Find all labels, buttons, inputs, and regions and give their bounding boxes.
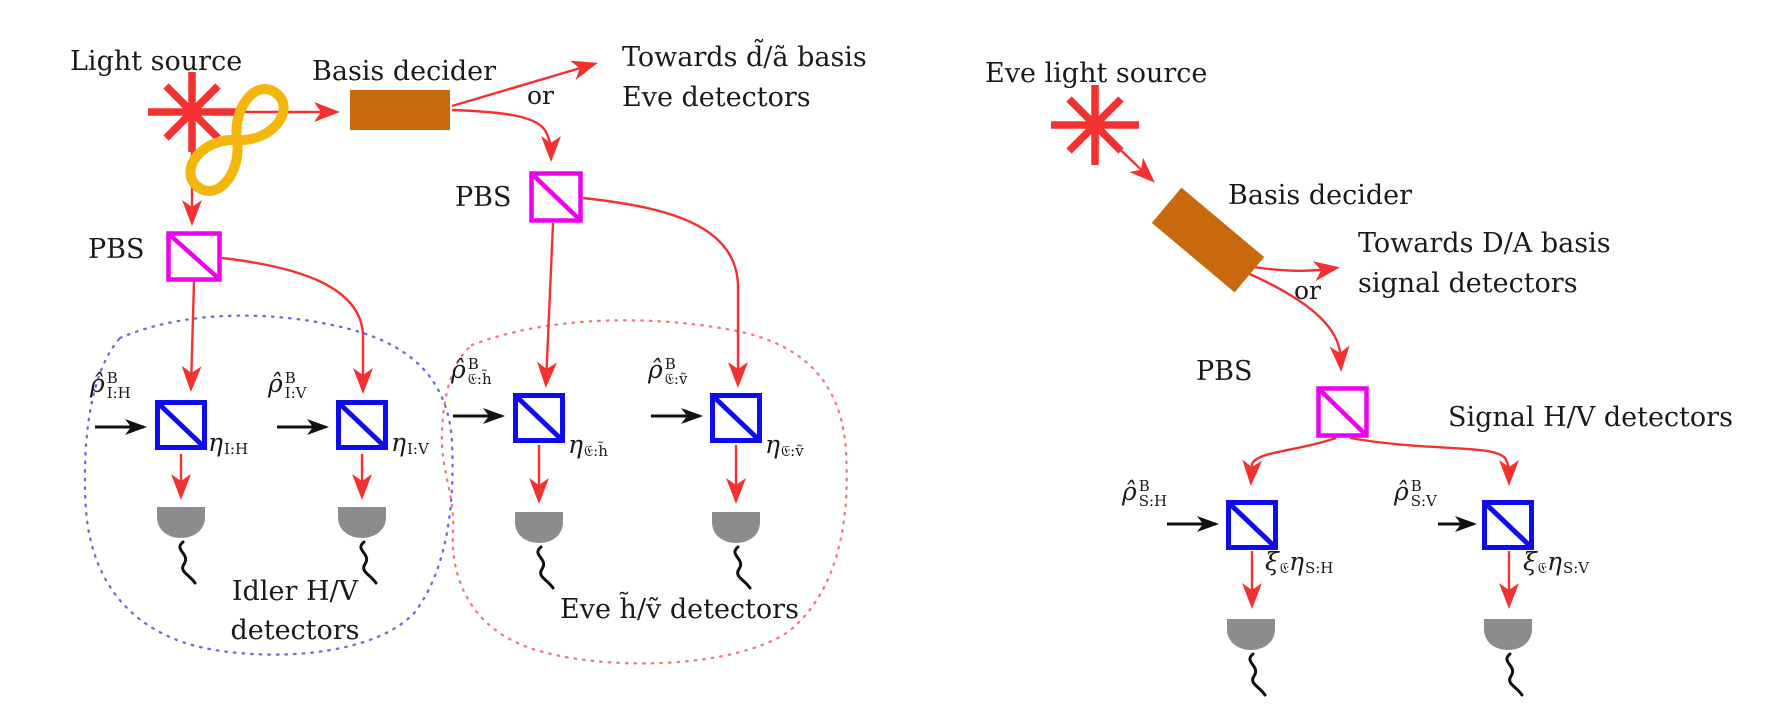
or-label-right: or [1294,276,1322,305]
pbs-label-right: PBS [1196,356,1253,387]
light-source-label: Light source [70,46,243,77]
entanglement-infinity-icon [185,84,289,196]
idler-region-outline [83,314,454,656]
basis-decider-box-rotated [1151,187,1265,293]
eve-light-source-label: Eve light source [985,58,1208,89]
pbs-icon [166,171,1369,438]
basis-decider-label-right: Basis decider [1228,180,1413,211]
eve-light-source-star-icon [1051,85,1139,165]
basis-decider-label: Basis decider [312,56,497,87]
beam-paths [171,60,1519,609]
or-label-left: or [527,81,555,110]
signal-detectors-caption: Signal H/V detectors [1448,402,1733,433]
pbs-label-idler: PBS [88,234,145,265]
eve-detectors-caption: Eve h̃/ṽ detectors [560,594,799,625]
input-state-arrows [95,408,1477,532]
basis-decider-box [350,90,450,130]
pbs-label-eve: PBS [455,182,512,213]
